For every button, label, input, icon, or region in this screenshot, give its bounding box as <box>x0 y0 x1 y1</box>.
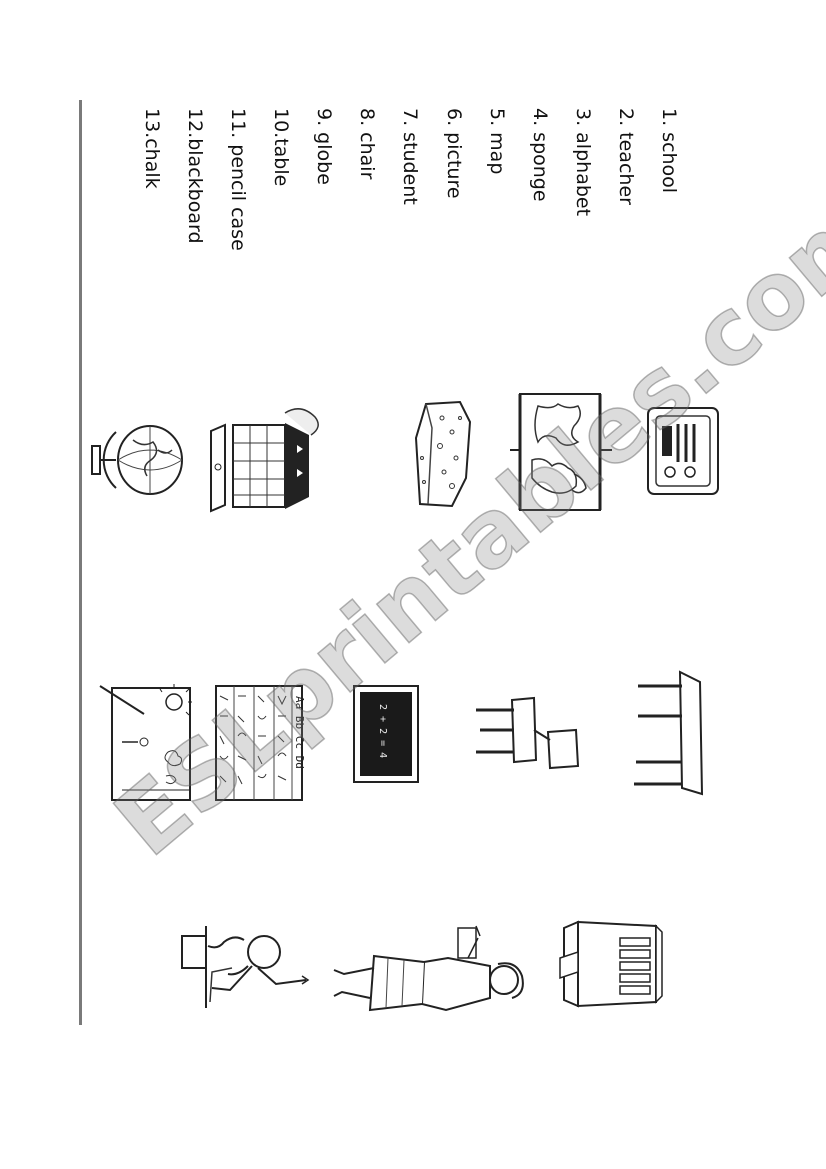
vocab-item-5: 5. map <box>486 108 508 175</box>
sponge-picture <box>412 398 474 510</box>
globe-picture <box>88 420 196 500</box>
vocab-item-8: 8. chair <box>356 108 378 180</box>
vocab-item-9: 9. globe <box>313 108 335 185</box>
chair-picture <box>472 690 584 774</box>
blackboard-text: 2 + 2 = 4 <box>377 704 388 759</box>
vocab-item-10: 10.table <box>270 108 292 187</box>
blackboard-picture: 2 + 2 = 4 <box>352 684 420 784</box>
vocab-item-12: 12.blackboard <box>184 108 206 244</box>
alphabet-picture: Aa Bb Cc Dd <box>212 682 308 804</box>
school-picture <box>205 405 325 517</box>
map-picture <box>508 390 614 514</box>
vocab-item-4: 4. sponge <box>529 108 551 202</box>
vocab-item-2: 2. teacher <box>615 108 637 205</box>
vocab-item-11: 11. pencil case <box>227 108 249 251</box>
student-picture <box>172 922 312 1012</box>
watermark-text: ESLprintables.com <box>95 174 826 876</box>
pencil-case-picture <box>640 402 724 500</box>
left-border-line <box>79 100 82 1025</box>
vocab-item-1: 1. school <box>658 108 680 194</box>
teacher-picture <box>328 918 526 1024</box>
chalk-picture <box>556 912 664 1012</box>
vocab-item-7: 7. student <box>399 108 421 205</box>
table-picture <box>632 668 708 796</box>
alphabet-letters: Aa Bb Cc Dd <box>293 696 306 769</box>
vocab-item-13: 13.chalk <box>141 108 163 189</box>
vocab-item-3: 3. alphabet <box>572 108 594 217</box>
vocab-item-6: 6. picture <box>443 108 465 199</box>
picture-drawing <box>98 682 198 804</box>
